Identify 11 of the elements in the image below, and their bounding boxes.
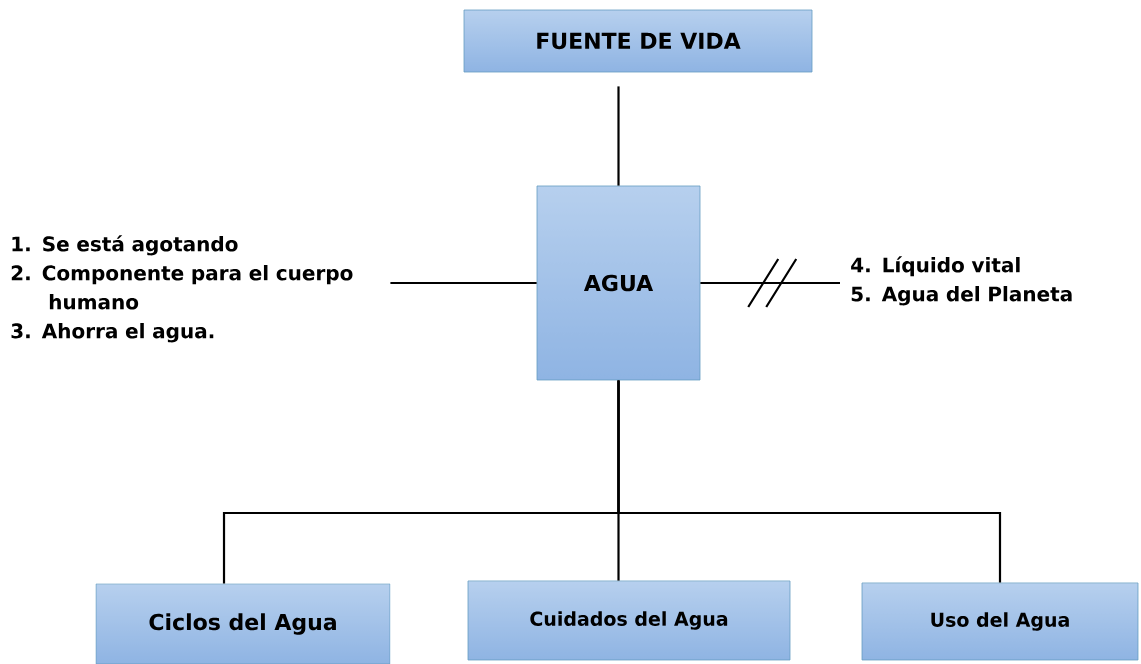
title-box: Ciclos del Agua [95,583,391,664]
connector-line [617,380,1002,583]
title-box: Cuidados del Agua [467,580,791,661]
connector-line [617,86,620,186]
title-box: Uso del Agua [861,582,1139,661]
connector-line [699,257,842,309]
list-text: 4. Líquido vital 5. Agua del Planeta [851,256,1072,306]
list-text: 1. Se está agotando 2. Componente para el cuerpo humano 3. Ahorra el agua. [11,235,353,343]
connector-line [390,281,537,285]
title-box: AGUA [536,185,701,381]
title-box: FUENTE DE VIDA [463,9,813,73]
